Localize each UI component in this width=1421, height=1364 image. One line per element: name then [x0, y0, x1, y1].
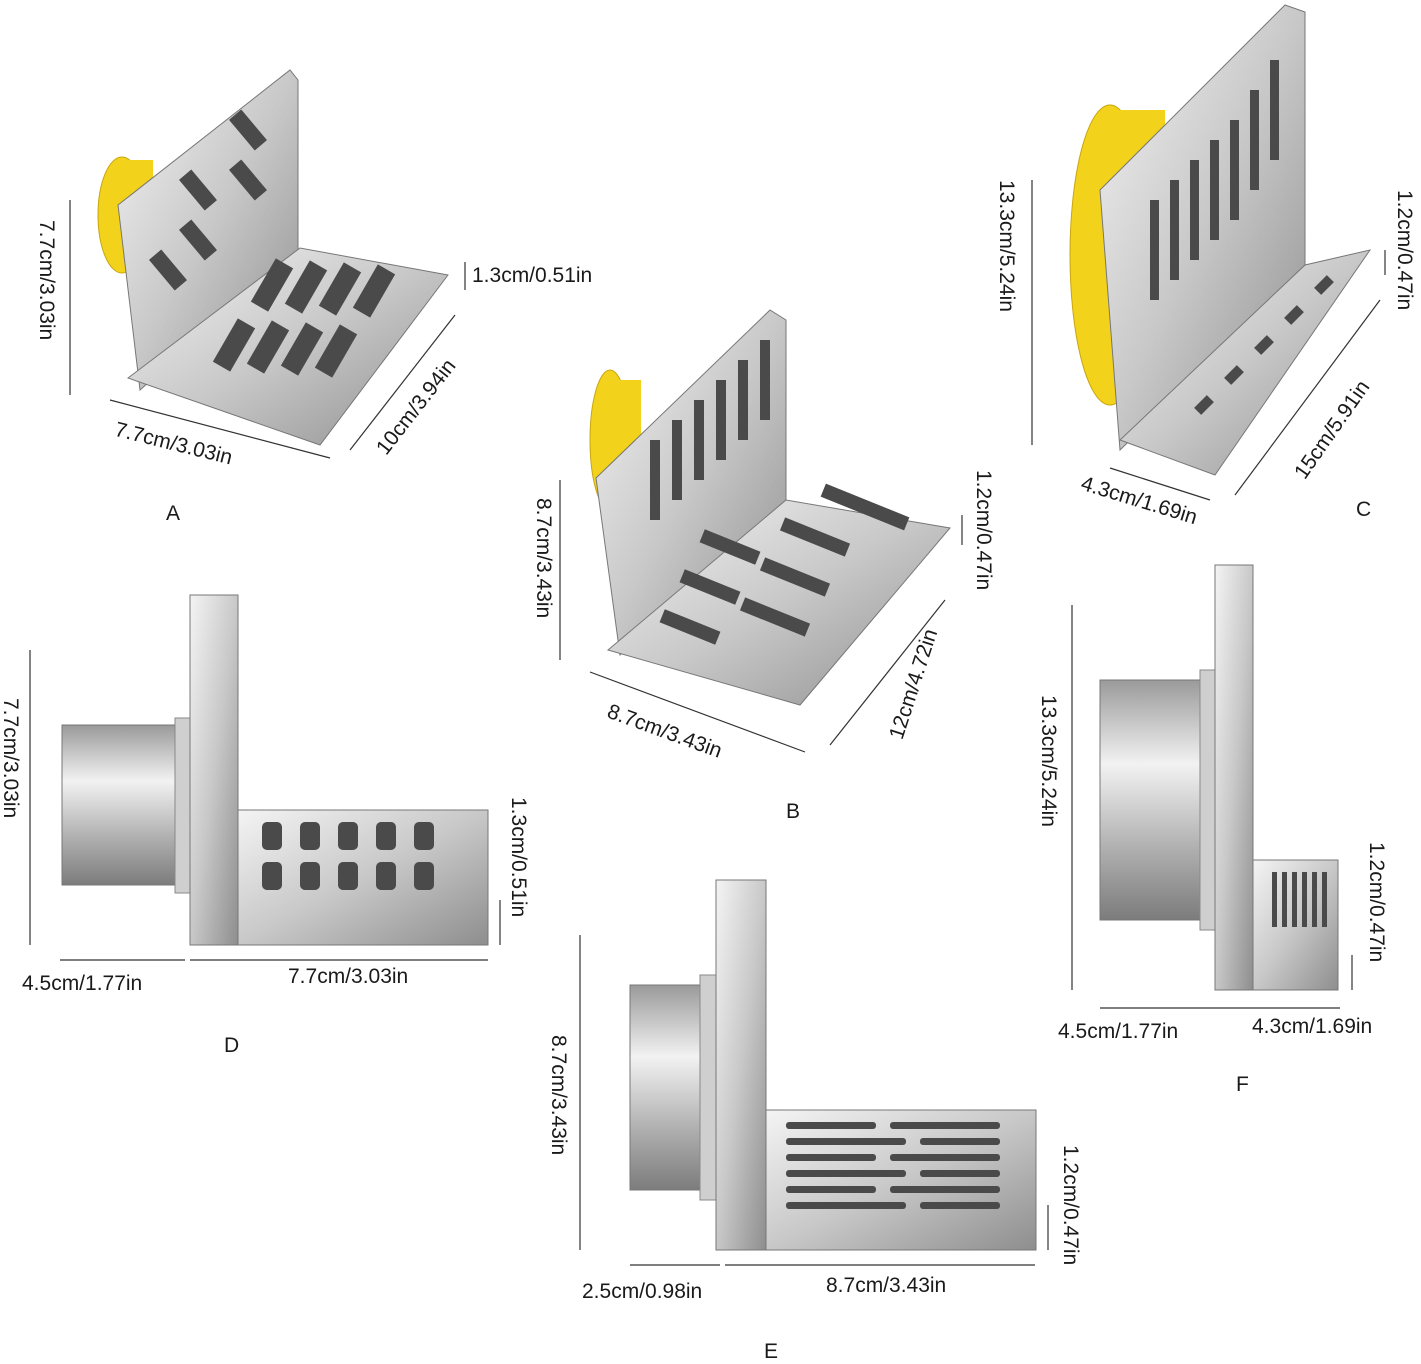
e-pipe-label: 2.5cm/0.98in — [582, 1280, 703, 1303]
f-variant-label: F — [1236, 1073, 1249, 1096]
a-variant-label: A — [166, 502, 181, 525]
e-depth-label: 1.2cm/0.47in — [1059, 1145, 1082, 1266]
a-height-label: 7.7cm/3.03in — [35, 220, 58, 341]
f-height-label: 13.3cm/5.24in — [1037, 695, 1060, 827]
f-depth-label: 1.2cm/0.47in — [1365, 842, 1388, 963]
drain-d-illustration — [29, 594, 501, 961]
d-variant-label: D — [224, 1034, 240, 1057]
b-variant-label: B — [786, 800, 801, 823]
d-height-label: 7.7cm/3.03in — [0, 698, 22, 819]
drain-e-illustration — [579, 879, 1049, 1266]
drain-f-illustration — [1071, 564, 1353, 1009]
d-width-label: 7.7cm/3.03in — [288, 965, 409, 988]
d-pipe-label: 4.5cm/1.77in — [22, 972, 143, 995]
f-width-label: 4.3cm/1.69in — [1252, 1015, 1373, 1038]
b-height-label: 8.7cm/3.43in — [532, 498, 555, 619]
drain-c-illustration — [1031, 4, 1386, 501]
c-variant-label: C — [1356, 498, 1372, 521]
c-height-label: 13.3cm/5.24in — [995, 180, 1018, 312]
e-height-label: 8.7cm/3.43in — [547, 1035, 570, 1156]
e-width-label: 8.7cm/3.43in — [826, 1274, 947, 1297]
f-pipe-label: 4.5cm/1.77in — [1058, 1020, 1179, 1043]
b-depth-label: 1.2cm/0.47in — [972, 470, 995, 591]
drain-a-illustration — [69, 69, 466, 459]
drain-b-illustration — [559, 309, 963, 753]
a-depth-label: 1.3cm/0.51in — [472, 264, 593, 287]
c-depth-label: 1.2cm/0.47in — [1393, 190, 1416, 311]
e-variant-label: E — [764, 1340, 779, 1363]
d-depth-label: 1.3cm/0.51in — [507, 797, 530, 918]
